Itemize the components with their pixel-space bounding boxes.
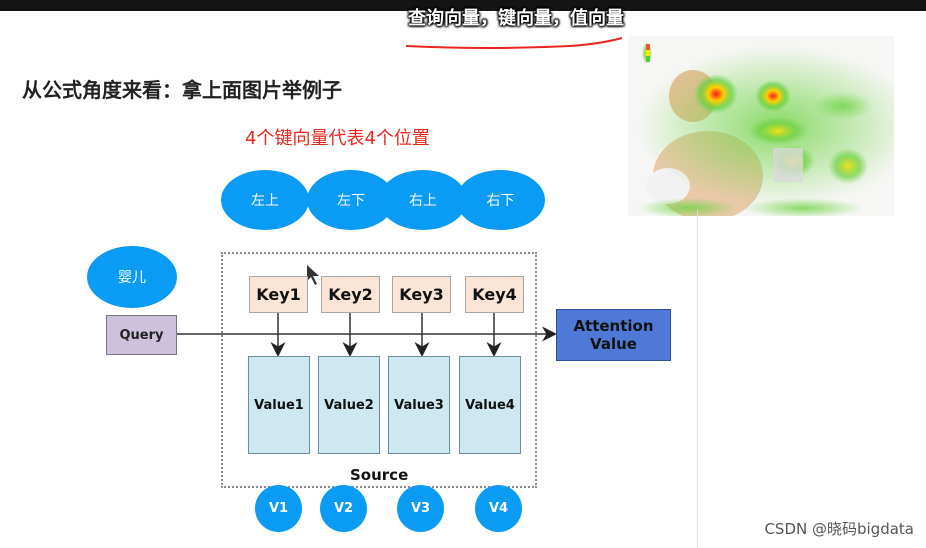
divider-line <box>697 210 698 548</box>
ellipse-top-left: 左上 <box>221 170 309 230</box>
csdn-watermark: CSDN @晓码bigdata <box>764 520 914 538</box>
attention-label-line1: Attention <box>573 317 654 335</box>
mouse-cursor-icon <box>307 265 319 285</box>
v-circle-1: V1 <box>255 485 302 532</box>
value-box-4: Value4 <box>459 356 521 454</box>
video-subtitle: 查询向量，键向量，值向量 <box>408 8 624 29</box>
attention-value-box: Attention Value <box>556 309 671 361</box>
key-box-1: Key1 <box>249 276 308 313</box>
heatmap-graphic <box>638 42 894 216</box>
v-circle-2: V2 <box>320 485 367 532</box>
source-dotted-box <box>221 252 537 488</box>
red-underline <box>405 37 623 49</box>
red-caption: 4个键向量代表4个位置 <box>245 128 430 149</box>
value-box-1: Value1 <box>248 356 310 454</box>
key-box-3: Key3 <box>392 276 451 313</box>
query-box: Query <box>106 315 177 355</box>
page-heading: 从公式角度来看：拿上面图片举例子 <box>22 78 342 102</box>
value-box-2: Value2 <box>318 356 380 454</box>
top-bar <box>0 0 926 11</box>
attention-label-line2: Value <box>590 335 637 353</box>
v-circle-3: V3 <box>397 485 444 532</box>
source-label: Source <box>350 466 409 484</box>
ellipse-baby: 婴儿 <box>87 246 177 308</box>
v-circle-4: V4 <box>475 485 522 532</box>
ellipse-bottom-right: 右下 <box>456 170 545 230</box>
ellipse-top-right: 右上 <box>379 170 467 230</box>
value-box-3: Value3 <box>388 356 450 454</box>
key-box-2: Key2 <box>321 276 380 313</box>
key-box-4: Key4 <box>465 276 524 313</box>
attention-heatmap-image <box>628 36 894 216</box>
